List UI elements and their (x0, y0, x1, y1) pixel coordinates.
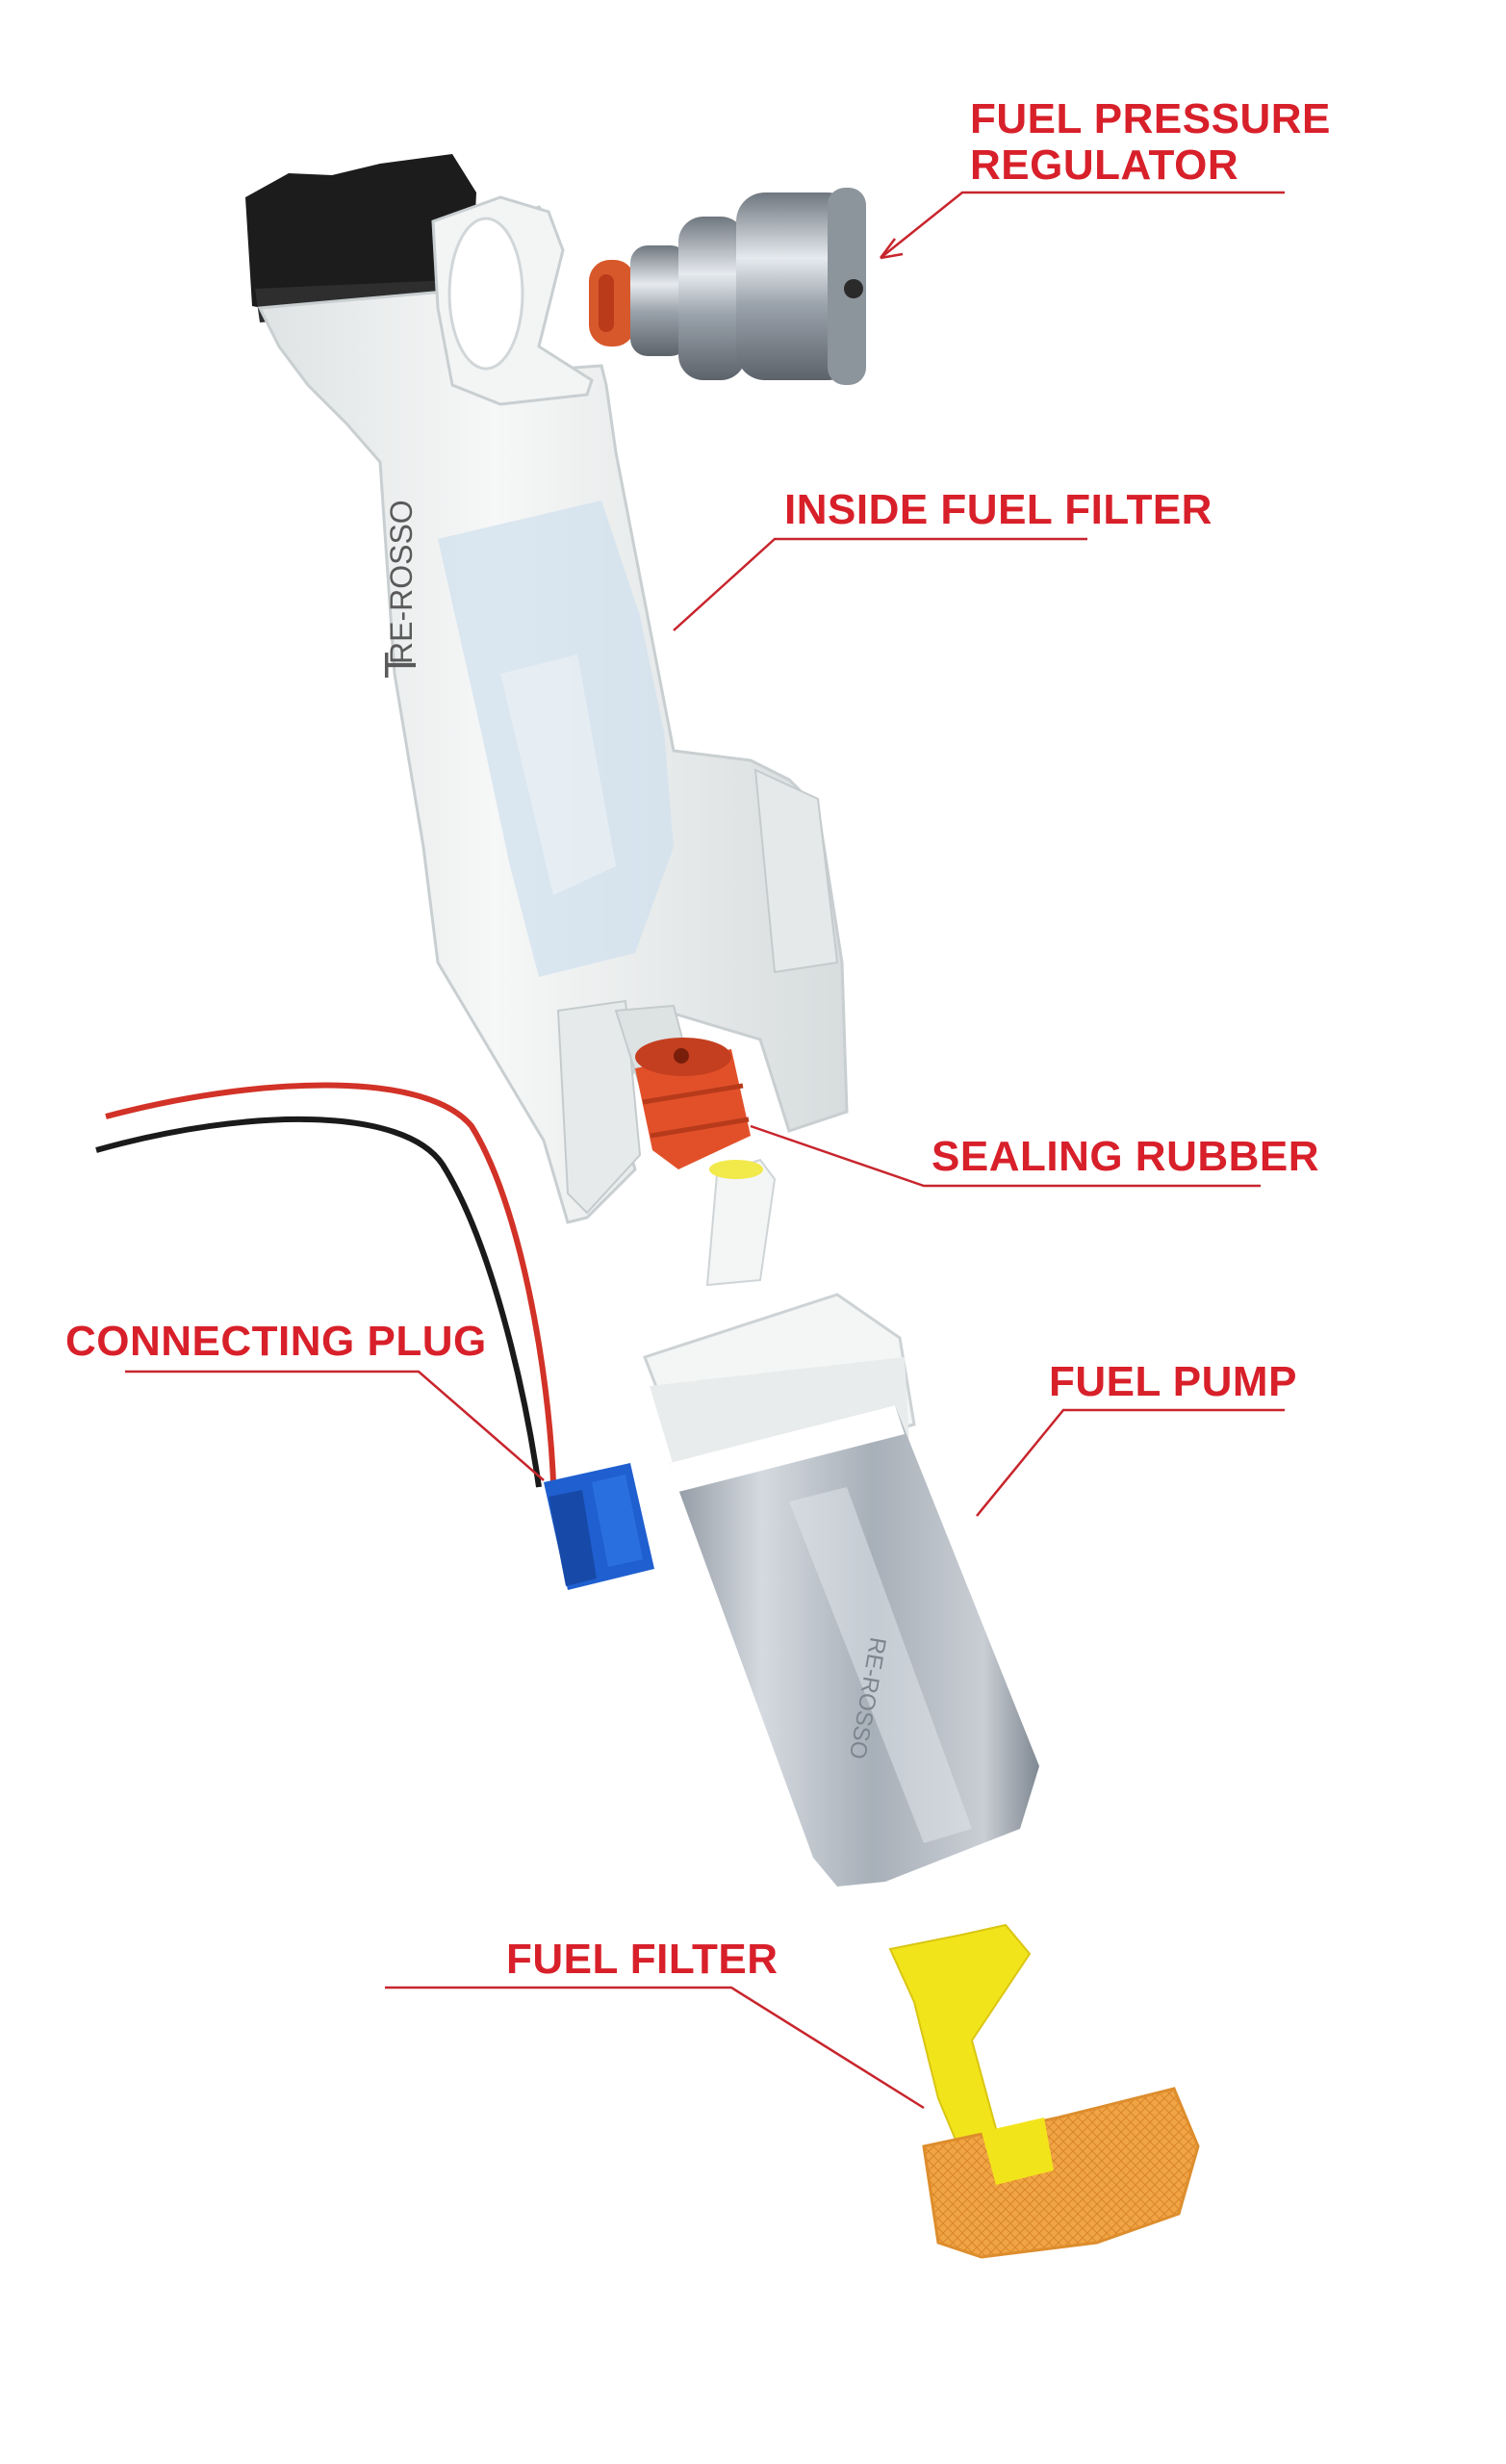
housing-t-logo: T (375, 652, 425, 679)
housing-brand-text: RE-ROSSO (384, 500, 419, 664)
sealing-rubber-part (635, 1038, 751, 1169)
leader-pressure-regulator (880, 191, 1285, 259)
leader-fuel-pump (976, 1408, 1285, 1517)
label-fuel-pump: FUEL PUMP (1049, 1358, 1297, 1405)
fuel-pump-part: RE-ROSSO (643, 1158, 1039, 1886)
leader-fuel-filter (385, 1986, 925, 2110)
label-fuel-pressure-regulator-line1: FUEL PRESSURE (970, 95, 1331, 142)
label-sealing-rubber: SEALING RUBBER (932, 1133, 1320, 1180)
pressure-regulator-part (589, 188, 866, 385)
leader-connecting-plug (125, 1370, 545, 1481)
label-inside-fuel-filter: INSIDE FUEL FILTER (784, 486, 1212, 533)
housing-part (245, 154, 849, 1224)
label-fuel-filter: FUEL FILTER (506, 1936, 779, 1983)
label-connecting-plug: CONNECTING PLUG (65, 1318, 487, 1365)
fuel-filter-part (888, 1923, 1200, 2259)
connecting-plug-part (95, 1082, 654, 1590)
leader-sealing-rubber (750, 1124, 1261, 1188)
arrow-head-pressure-regulator (880, 238, 904, 260)
leader-inside-fuel-filter (673, 537, 1087, 631)
label-fuel-pressure-regulator-line2: REGULATOR (970, 141, 1239, 189)
leader-lines (125, 191, 1285, 2110)
